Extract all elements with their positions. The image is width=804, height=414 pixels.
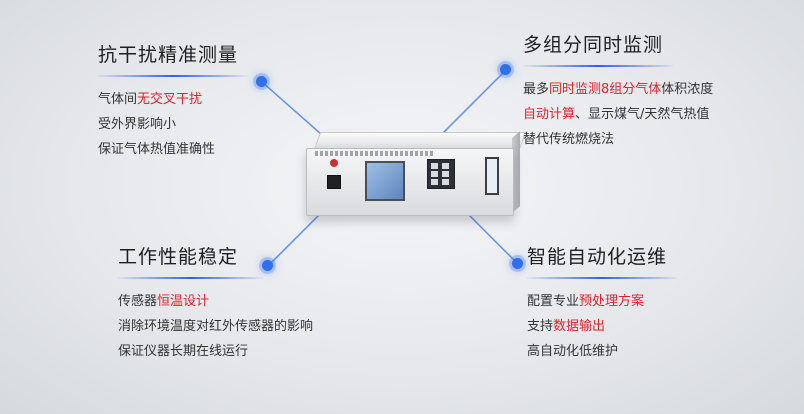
- highlight-text: 自动计算: [523, 107, 576, 122]
- feature-line: 保证仪器长期在线运行: [118, 339, 263, 364]
- feature-title: 抗干扰精准测量: [98, 44, 239, 66]
- gas-analyzer-device-image: [306, 131, 527, 216]
- connector-dot: [512, 258, 523, 269]
- highlight-text: 数据输出: [553, 319, 606, 334]
- line-text: 消除环境温度对红外传感器的影响: [118, 319, 314, 334]
- highlight-text: 恒温设计: [157, 294, 210, 309]
- title-underline: [523, 65, 673, 67]
- feature-lines: 配置专业预处理方案支持数据输出高自动化低维护: [527, 289, 677, 364]
- connector-dot: [256, 76, 267, 87]
- connector-dot: [262, 260, 273, 271]
- feature-lines: 气体间无交叉干扰受外界影响小保证气体热值准确性: [98, 87, 248, 162]
- feature-line: 替代传统燃烧法: [523, 127, 673, 152]
- feature-line: 支持数据输出: [527, 314, 677, 339]
- feature-multi-component: 多组分同时监测 最多同时监测8组分气体体积浓度自动计算、显示煤气/天然气热值替代…: [523, 30, 713, 152]
- feature-line: 最多同时监测8组分气体体积浓度: [523, 77, 713, 102]
- line-text: 高自动化低维护: [527, 344, 619, 359]
- line-text: 替代传统燃烧法: [523, 132, 615, 147]
- feature-line: 气体间无交叉干扰: [98, 87, 248, 112]
- highlight-text: 预处理方案: [579, 294, 645, 309]
- line-text: 体积浓度: [661, 82, 714, 97]
- line-text: 、显示煤气/天然气热值: [575, 107, 710, 122]
- title-underline: [527, 277, 677, 279]
- feature-lines: 传感器恒温设计消除环境温度对红外传感器的影响保证仪器长期在线运行: [118, 289, 313, 364]
- feature-line: 配置专业预处理方案: [527, 289, 677, 314]
- title-underline: [98, 75, 248, 77]
- flowmeter-icon: [485, 157, 499, 195]
- feature-lines: 最多同时监测8组分气体体积浓度自动计算、显示煤气/天然气热值替代传统燃烧法: [523, 77, 713, 152]
- line-text: 支持: [527, 319, 554, 334]
- line-text: 传感器: [118, 294, 158, 309]
- feature-line: 传感器恒温设计: [118, 289, 263, 314]
- connector-dot: [500, 64, 511, 75]
- title-underline: [118, 277, 263, 279]
- power-switch-icon: [327, 175, 341, 189]
- feature-title: 工作性能稳定: [118, 246, 239, 268]
- brand-logo-icon: [330, 159, 338, 167]
- feature-title: 多组分同时监测: [523, 34, 664, 56]
- keypad-icon: [427, 159, 455, 189]
- line-text: 最多: [523, 82, 550, 97]
- line-text: 保证气体热值准确性: [98, 142, 216, 157]
- feature-anti-interference: 抗干扰精准测量 气体间无交叉干扰受外界影响小保证气体热值准确性: [98, 40, 248, 162]
- line-text: 气体间: [98, 92, 138, 107]
- feature-smart-maintenance: 智能自动化运维 配置专业预处理方案支持数据输出高自动化低维护: [527, 242, 677, 364]
- feature-title: 智能自动化运维: [527, 246, 668, 268]
- feature-line: 自动计算、显示煤气/天然气热值: [523, 102, 709, 127]
- highlight-text: 无交叉干扰: [137, 92, 203, 107]
- line-text: 保证仪器长期在线运行: [118, 344, 249, 359]
- feature-line: 保证气体热值准确性: [98, 137, 248, 162]
- line-text: 受外界影响小: [98, 117, 177, 132]
- line-text: 配置专业: [527, 294, 580, 309]
- feature-line: 高自动化低维护: [527, 339, 677, 364]
- feature-stable-performance: 工作性能稳定 传感器恒温设计消除环境温度对红外传感器的影响保证仪器长期在线运行: [118, 242, 313, 364]
- feature-line: 受外界影响小: [98, 112, 248, 137]
- display-screen: [365, 161, 405, 201]
- highlight-text: 同时监测8组分气体: [549, 82, 662, 97]
- feature-line: 消除环境温度对红外传感器的影响: [118, 314, 313, 339]
